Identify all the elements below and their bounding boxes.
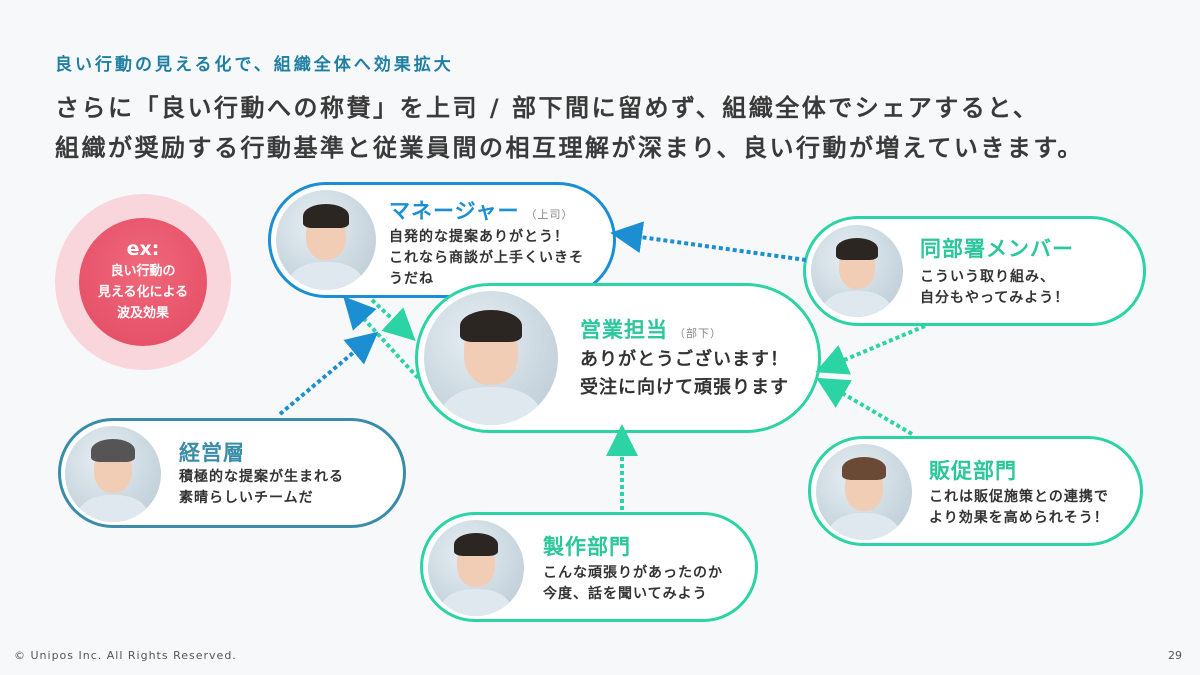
peer-name: 同部署メンバー <box>920 237 1074 261</box>
peer-card: 同部署メンバー こういう取り組み、 自分もやってみよう！ <box>803 216 1146 326</box>
sales-msg: ありがとうございます！ <box>580 349 789 370</box>
example-line: 良い行動の <box>110 264 176 279</box>
sales-name: 営業担当 <box>580 318 668 342</box>
lead-text: さらに「良い行動への称賛」を上司 / 部下間に留めず、組織全体でシェアすると、 … <box>55 88 1084 168</box>
example-line: 波及効果 <box>116 306 169 321</box>
section-subtitle: 良い行動の見える化で、組織全体へ効果拡大 <box>55 55 454 75</box>
peer-msg: こういう取り組み、 <box>920 269 1055 285</box>
production-msg: こんな頑張りがあったのか <box>543 565 723 581</box>
arrow-peer-to-manager <box>610 221 807 262</box>
lead-line: さらに「良い行動への称賛」を上司 / 部下間に留めず、組織全体でシェアすると、 <box>55 94 1040 122</box>
example-line: 見える化による <box>97 285 189 300</box>
page-number: 29 <box>1168 649 1182 662</box>
copyright: © Unipos Inc. All Rights Reserved. <box>14 649 237 662</box>
arrow-exec-to-manager <box>278 331 379 416</box>
sales-card: 営業担当 （部下） ありがとうございます！ 受注に向けて頑張ります <box>415 283 821 433</box>
exec-msg: 素晴らしいチームだ <box>179 490 314 506</box>
arrow-sales-to-manager <box>343 296 420 380</box>
peer-photo <box>811 225 903 317</box>
promo-name: 販促部門 <box>929 459 1017 483</box>
exec-photo <box>65 426 161 522</box>
sales-note: （部下） <box>674 327 722 340</box>
promo-photo <box>816 444 912 540</box>
sales-msg: 受注に向けて頑張ります <box>580 377 789 398</box>
promo-card: 販促部門 これは販促施策との連携で より効果を高められそう！ <box>808 436 1143 546</box>
arrow-promo-to-sales <box>816 377 914 436</box>
exec-msg: 積極的な提案が生まれる <box>179 469 344 485</box>
exec-card: 経営層 積極的な提案が生まれる 素晴らしいチームだ <box>58 418 406 528</box>
manager-msg: これなら商談が上手くいきそ <box>389 250 584 266</box>
production-photo <box>428 520 524 616</box>
manager-msg: うだね <box>389 271 434 287</box>
peer-msg: 自分もやってみよう！ <box>920 290 1070 306</box>
production-msg: 今度、話を聞いてみよう <box>543 586 708 602</box>
exec-name: 経営層 <box>179 441 245 465</box>
example-label: ex: <box>126 238 160 260</box>
example-badge: ex: 良い行動の 見える化による 波及効果 <box>55 194 231 370</box>
manager-msg: 自発的な提案ありがとう！ <box>389 229 569 245</box>
manager-name: マネージャー <box>389 199 520 223</box>
promo-msg: より効果を高められそう！ <box>929 510 1109 526</box>
manager-photo <box>276 190 376 290</box>
sales-photo <box>424 291 558 425</box>
production-card: 製作部門 こんな頑張りがあったのか 今度、話を聞いてみよう <box>420 512 758 622</box>
manager-card: マネージャー （上司） 自発的な提案ありがとう！ これなら商談が上手くいきそ うだ… <box>268 182 616 298</box>
production-name: 製作部門 <box>543 535 631 559</box>
manager-note: （上司） <box>525 208 574 221</box>
promo-msg: これは販促施策との連携で <box>929 489 1109 505</box>
lead-line: 組織が奨励する行動基準と従業員間の相互理解が深まり、良い行動が増えていきます。 <box>55 134 1084 162</box>
arrow-manager-to-sales <box>370 298 416 341</box>
arrow-peer-to-sales <box>815 324 926 375</box>
